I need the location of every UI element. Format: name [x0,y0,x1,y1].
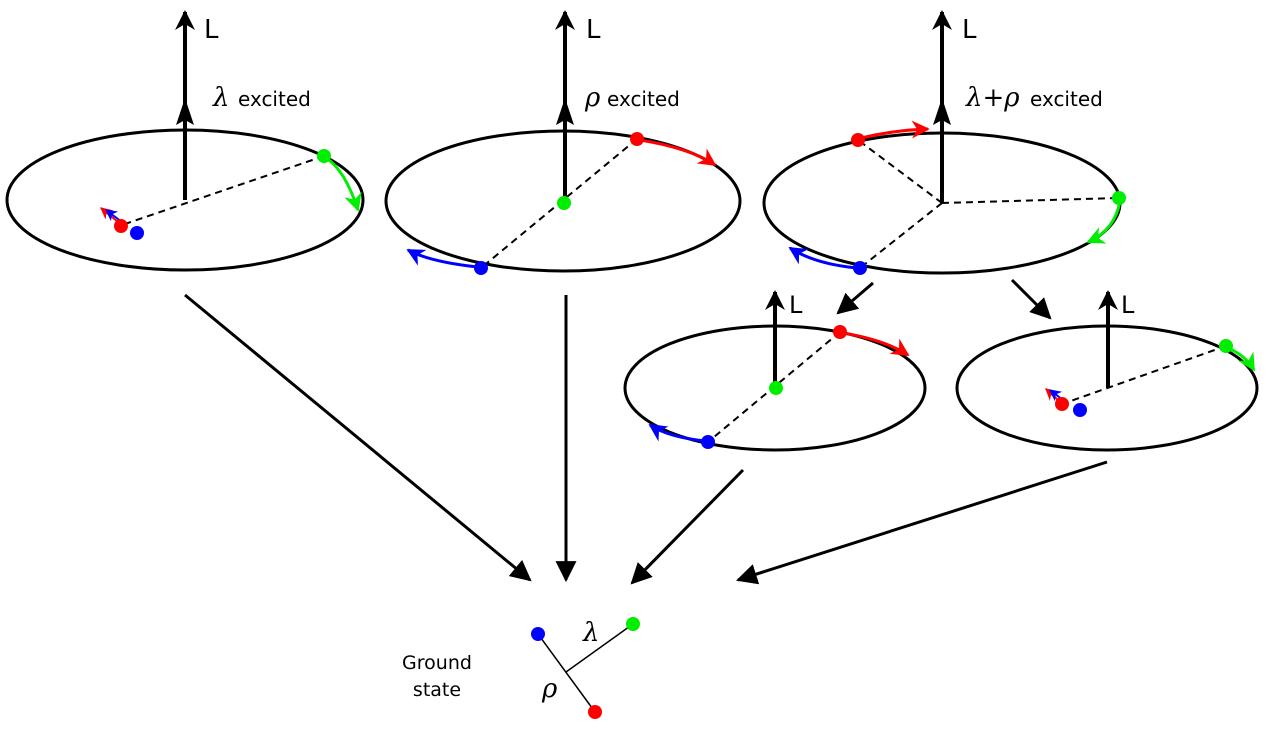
red-quark [833,325,847,339]
panel-decay-rho: L [623,290,927,452]
green-quark [317,149,331,163]
red-motion-arrow [100,207,119,223]
green-quark [557,196,571,210]
arrowhead-icon [933,98,951,125]
red-motion-arrow [639,138,717,167]
dashed-link [1064,345,1227,404]
red-motion-arrow [842,331,910,357]
L-label: L [204,15,219,45]
green-quark [626,617,640,631]
excited-label: excited [607,87,680,111]
red-quark [588,705,602,719]
blue-quark [474,261,488,275]
blue-quark [701,435,715,449]
L-label: L [962,15,977,45]
dashed-link [941,197,1120,204]
excited-label: excited [238,87,311,111]
green-motion-arrow [1086,200,1122,244]
red-quark [1055,397,1069,411]
arrowhead-icon [556,98,574,125]
state-label: state [413,679,461,701]
red-quark [630,132,644,146]
blue-quark [130,226,144,240]
green-quark [1112,191,1126,205]
excited-label: excited [1030,87,1103,111]
blue-motion-arrow [648,423,706,443]
panel-lambda-rho-excited: L λ+ρ excited [762,10,1126,275]
decay-arrow [630,468,745,585]
L-label: L [586,15,601,45]
blue-motion-arrow [788,246,858,270]
decay-arrow [1010,278,1052,320]
green-quark [1219,339,1233,353]
lambda-rho-symbol: λ+ρ [965,83,1020,113]
panel-lambda-excited: L λ excited [5,10,365,272]
transition-arrows [184,278,1108,585]
rho-bond [537,633,596,713]
decay-arrow [184,293,532,582]
rho-label: ρ [541,674,558,704]
ground-label: Ground [402,652,472,674]
red-quark [114,219,128,233]
blue-motion-arrow [406,248,479,269]
dashed-link [124,155,325,225]
blue-quark [1073,403,1087,417]
lambda-label: λ [582,618,599,648]
dashed-link [859,202,943,269]
lambda-symbol: λ [212,83,229,113]
panel-rho-excited: L ρ excited [384,10,742,275]
decay-arrow [836,281,874,315]
panel-decay-lambda: L [955,290,1259,452]
lambda-bond [565,623,634,673]
decay-arrow [735,460,1108,585]
blue-quark [853,261,867,275]
ground-state: Ground state λ ρ [402,617,640,719]
L-label: L [789,291,803,319]
green-quark [769,381,783,395]
red-motion-arrow [860,120,930,140]
arrowhead-icon [176,98,194,125]
red-quark [851,133,865,147]
dashed-link [857,139,943,204]
L-label: L [1121,291,1135,319]
rho-symbol: ρ [584,83,601,113]
blue-quark [531,627,545,641]
